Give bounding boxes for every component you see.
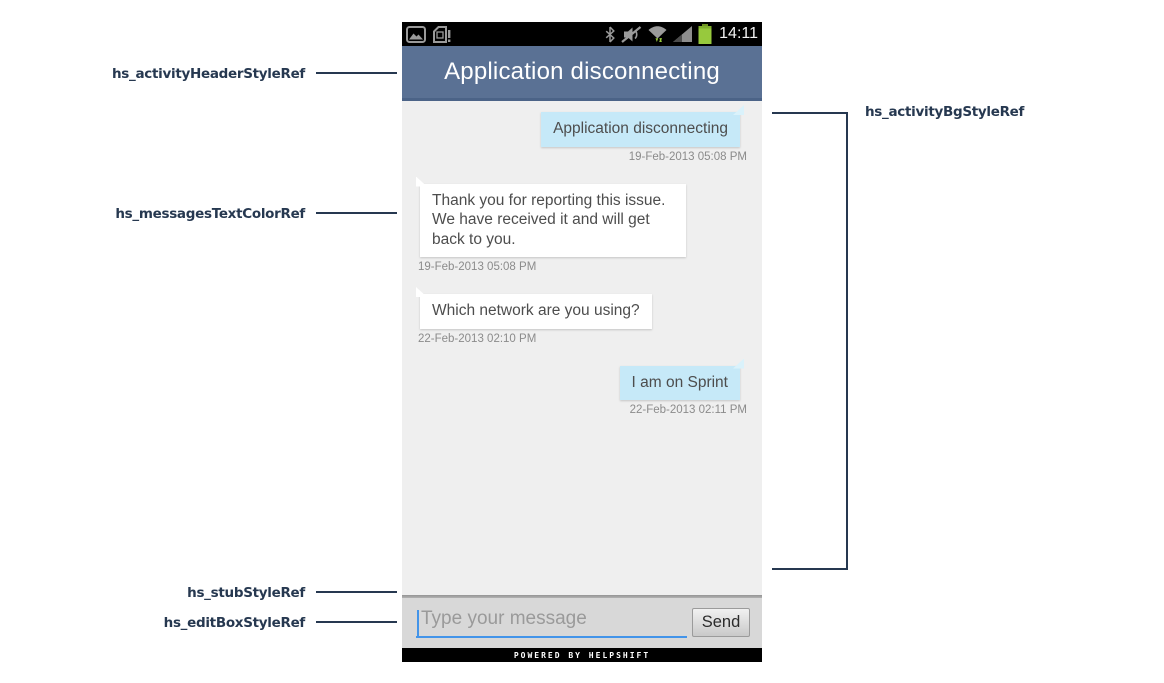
conversation[interactable]: Application disconnecting 19-Feb-2013 05… (402, 101, 762, 595)
annotation-line (316, 591, 397, 593)
bubble-notch-icon (733, 105, 744, 115)
sim-card-icon (432, 25, 451, 43)
gallery-icon (406, 25, 426, 43)
annotation-activity-header-style: hs_activityHeaderStyleRef (112, 66, 305, 82)
message-input[interactable] (416, 604, 687, 638)
bubble-notch-icon (416, 287, 427, 297)
signal-strength-icon (673, 26, 693, 42)
message-row: I am on Sprint 22-Feb-2013 02:11 PM (402, 358, 762, 416)
annotation-line (316, 72, 397, 74)
annotation-stub-style: hs_stubStyleRef (187, 585, 305, 601)
clock-text: 14:11 (719, 25, 758, 42)
message-timestamp: 19-Feb-2013 05:08 PM (628, 150, 747, 163)
powered-by-footer: POWERED BY HELPSHIFT (402, 648, 762, 662)
bubble-notch-icon (733, 358, 744, 369)
message-row: Which network are you using? 22-Feb-2013… (402, 287, 762, 345)
message-text: Thank you for reporting this issue. We h… (432, 191, 666, 248)
annotation-bracket (772, 112, 848, 570)
message-text: Application disconnecting (553, 120, 728, 137)
status-bar-right: 14:11 (605, 22, 758, 46)
message-bubble: Thank you for reporting this issue. We h… (416, 176, 686, 257)
message-timestamp: 19-Feb-2013 05:08 PM (418, 261, 537, 273)
bluetooth-icon (605, 25, 616, 43)
message-timestamp: 22-Feb-2013 02:11 PM (629, 404, 747, 416)
status-bar: 14:11 (402, 22, 762, 46)
stub-divider (402, 595, 762, 598)
annotation-editbox-style: hs_editBoxStyleRef (163, 615, 306, 631)
send-button[interactable]: Send (692, 608, 750, 637)
text-cursor (417, 610, 419, 636)
bubble-notch-icon (416, 176, 427, 187)
message-text: I am on Sprint (631, 373, 729, 391)
message-row: Application disconnecting 19-Feb-2013 05… (402, 105, 762, 163)
status-bar-left (406, 25, 451, 43)
annotation-line (316, 212, 397, 214)
phone-screenshot: 14:11 Application disconnecting Applicat… (402, 22, 762, 662)
activity-title: Application disconnecting (444, 58, 720, 85)
activity-header: Application disconnecting (402, 46, 762, 101)
message-row: Thank you for reporting this issue. We h… (402, 176, 762, 273)
message-timestamp: 22-Feb-2013 02:10 PM (418, 332, 537, 345)
battery-icon (698, 24, 712, 44)
wifi-icon (647, 25, 668, 43)
annotation-line (316, 621, 397, 623)
annotation-messages-text-color: hs_messagesTextColorRef (115, 206, 305, 222)
annotation-activity-bg-style: hs_activityBgStyleRef (865, 104, 1025, 120)
mute-vibrate-icon (620, 25, 642, 43)
message-bubble: I am on Sprint (619, 358, 744, 400)
message-bubble: Application disconnecting (541, 105, 744, 147)
message-text: Which network are you using? (432, 302, 640, 319)
powered-by-text: POWERED BY HELPSHIFT (513, 650, 651, 660)
message-bubble: Which network are you using? (416, 287, 652, 329)
composer-bar: Send (402, 598, 762, 648)
